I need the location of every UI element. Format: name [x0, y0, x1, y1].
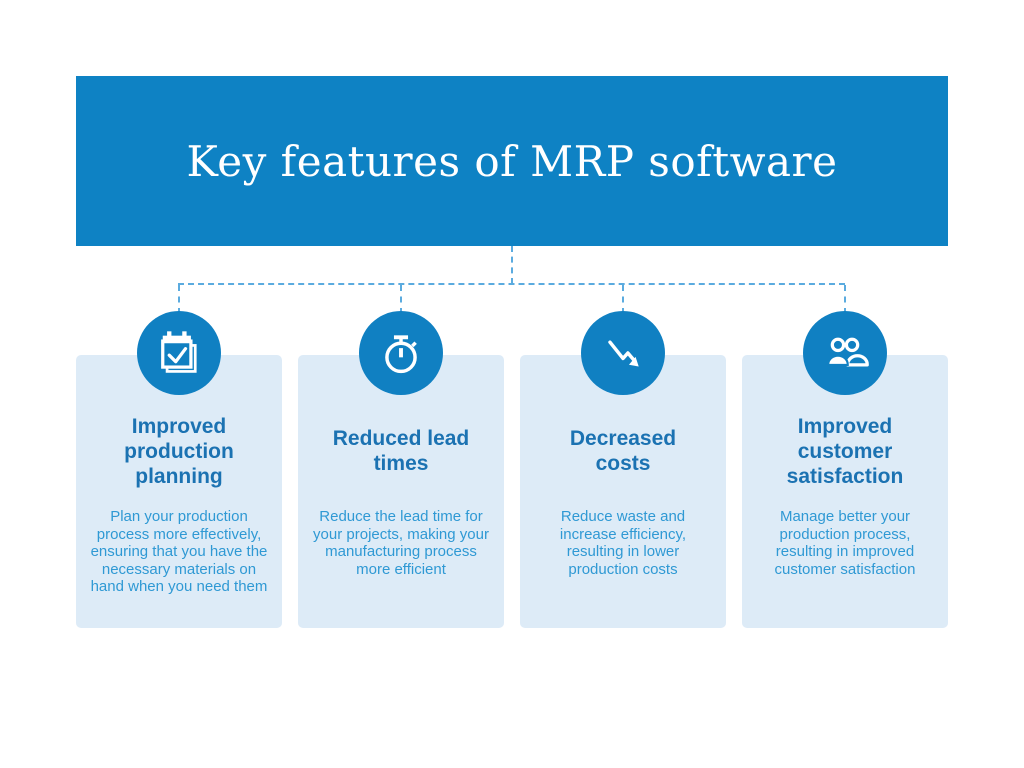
connector-drop-3 — [622, 285, 624, 314]
feature-title: Improved customer satisfaction — [786, 414, 904, 488]
feature-description: Manage better your production process, r… — [774, 508, 916, 578]
calendar-check-icon — [153, 327, 205, 379]
feature-card-customer-satisfaction: Improved customer satisfaction Manage be… — [742, 355, 948, 628]
connector-main-drop — [511, 246, 513, 284]
feature-3-icon-circle — [581, 311, 665, 395]
header-banner: Key features of MRP software — [76, 76, 948, 246]
trend-down-icon — [597, 327, 649, 379]
connector-drop-2 — [400, 285, 402, 314]
feature-card-decreased-costs: Decreased costs Reduce waste and increas… — [520, 355, 726, 628]
stopwatch-icon — [375, 327, 427, 379]
two-users-icon — [819, 327, 871, 379]
feature-description: Reduce the lead time for your projects, … — [313, 508, 489, 578]
connector-drop-1 — [178, 285, 180, 314]
feature-description: Reduce waste and increase efficiency, re… — [559, 508, 687, 578]
feature-card-production-planning: Improved production planning Plan your p… — [76, 355, 282, 628]
connector-horizontal — [178, 283, 845, 285]
connector-drop-4 — [844, 285, 846, 314]
feature-title: Decreased costs — [569, 427, 677, 475]
feature-1-icon-circle — [137, 311, 221, 395]
feature-title: Reduced lead times — [332, 427, 470, 475]
page-title: Key features of MRP software — [186, 136, 838, 186]
feature-description: Plan your production process more effect… — [90, 508, 268, 595]
feature-card-lead-times: Reduced lead times Reduce the lead time … — [298, 355, 504, 628]
feature-2-icon-circle — [359, 311, 443, 395]
feature-4-icon-circle — [803, 311, 887, 395]
feature-title: Improved production planning — [124, 414, 234, 488]
